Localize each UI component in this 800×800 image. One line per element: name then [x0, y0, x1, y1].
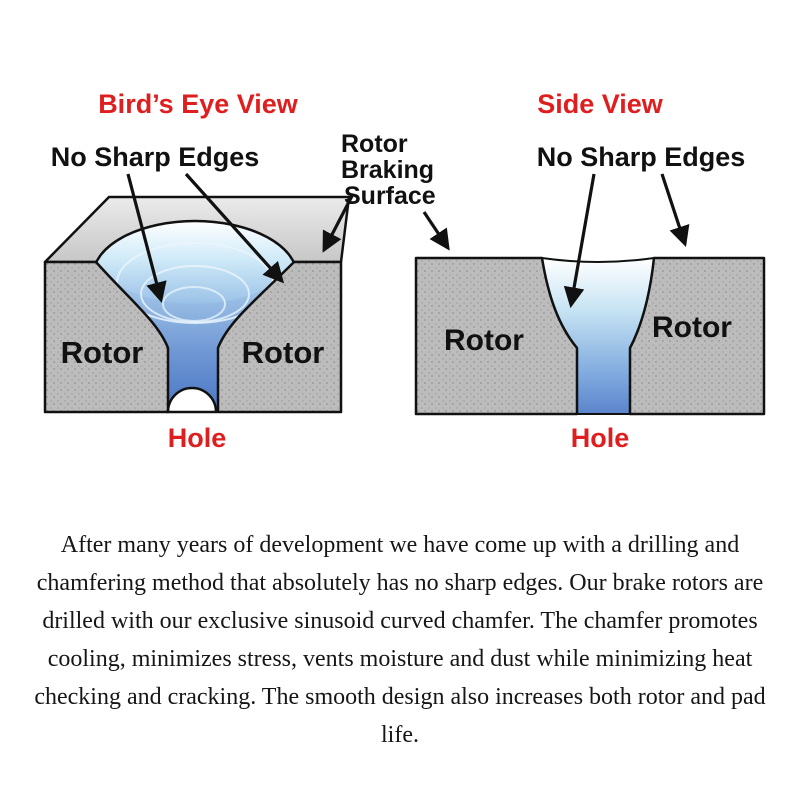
bowl-contour-2	[140, 265, 250, 323]
rotor-diagram: Bird’s Eye View No Sharp Edges Rotor Bra…	[43, 89, 766, 453]
birdseye-title: Bird’s Eye View	[98, 89, 299, 119]
birdseye-no-sharp-edges-label: No Sharp Edges	[51, 142, 260, 172]
sideview-rotor-right-block	[628, 256, 766, 416]
birdseye-rotor-left-block	[43, 260, 170, 414]
bowl-contour-3	[162, 286, 226, 322]
description-paragraph: After many years of development we have …	[34, 532, 766, 748]
sideview-hole-label: Hole	[571, 423, 630, 453]
birdseye-rotor-left-label: Rotor	[61, 335, 144, 370]
braking-surface-label-line2: Braking	[341, 156, 434, 184]
sideview-rotor-right-label: Rotor	[652, 311, 732, 344]
sideview-title: Side View	[537, 89, 664, 119]
braking-surface-label-line3: Surface	[344, 182, 436, 210]
birdseye-hole-funnel	[96, 262, 294, 412]
sideview-no-sharp-edges-label: No Sharp Edges	[537, 142, 746, 172]
arrow-nosharp-left-1	[126, 173, 167, 304]
birdseye-hole-notch	[166, 386, 218, 414]
birdseye-rotor-right-label: Rotor	[242, 335, 325, 370]
arrow-nosharp-right-1	[563, 173, 596, 309]
birdseye-hole-label: Hole	[168, 423, 227, 453]
arrow-nosharp-right-2	[660, 173, 690, 247]
arrow-braking-surface-right	[422, 211, 450, 251]
sideview-rotor-left-block	[414, 256, 579, 416]
sideview-rotor-left-label: Rotor	[444, 324, 524, 357]
arrow-braking-surface-left	[322, 195, 354, 253]
arrow-nosharp-left-2	[184, 172, 285, 284]
arrows	[126, 172, 690, 309]
braking-surface-label-line1: Rotor	[341, 130, 408, 158]
